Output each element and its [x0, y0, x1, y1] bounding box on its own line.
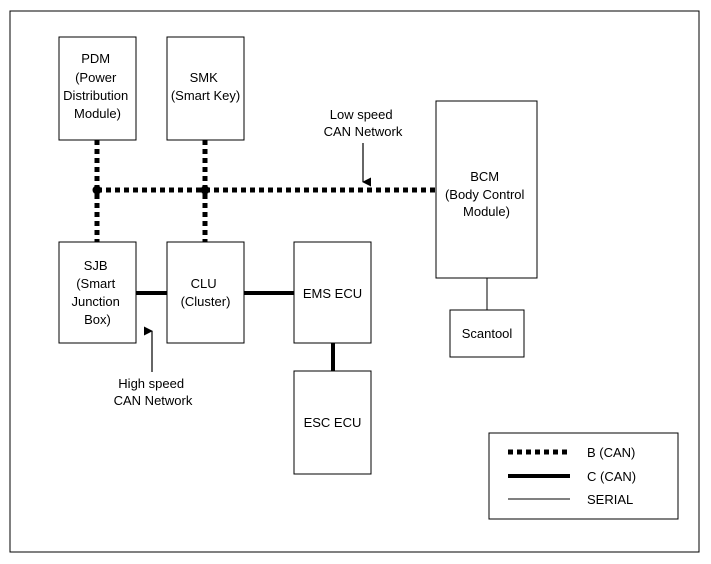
- legend-c-can-label: C (CAN): [587, 469, 636, 484]
- junction-dot-pdm: [92, 185, 102, 195]
- smk-label: SMK (Smart Key): [171, 70, 240, 103]
- sjb-label: SJB (Smart Junction Box): [71, 258, 123, 327]
- legend: B (CAN) C (CAN) SERIAL: [488, 432, 679, 520]
- node-sjb: SJB (Smart Junction Box): [58, 241, 137, 344]
- node-bcm: BCM (Body Control Module): [435, 100, 538, 279]
- pdm-label: PDM (Power Distribution Module): [63, 51, 132, 121]
- esc-ecu-label: ESC ECU: [304, 415, 362, 430]
- node-ems-ecu: EMS ECU: [293, 241, 372, 344]
- legend-serial-label: SERIAL: [587, 492, 633, 507]
- scantool-label: Scantool: [462, 326, 513, 341]
- low-speed-annotation: Low speed CAN Network: [324, 107, 403, 139]
- junction-dot-smk: [200, 185, 210, 195]
- node-clu: CLU (Cluster): [166, 241, 245, 344]
- clu-label: CLU (Cluster): [181, 276, 231, 309]
- node-scantool: Scantool: [449, 309, 525, 358]
- c-can-bus: [136, 291, 335, 371]
- ems-ecu-label: EMS ECU: [303, 286, 362, 301]
- high-speed-annotation: High speed CAN Network: [114, 376, 193, 408]
- bcm-label: BCM (Body Control Module): [445, 169, 528, 219]
- b-can-bus: [94, 140, 436, 242]
- legend-b-can-label: B (CAN): [587, 445, 635, 460]
- node-pdm: PDM (Power Distribution Module): [58, 36, 137, 141]
- node-esc-ecu: ESC ECU: [293, 370, 372, 475]
- node-smk: SMK (Smart Key): [166, 36, 245, 141]
